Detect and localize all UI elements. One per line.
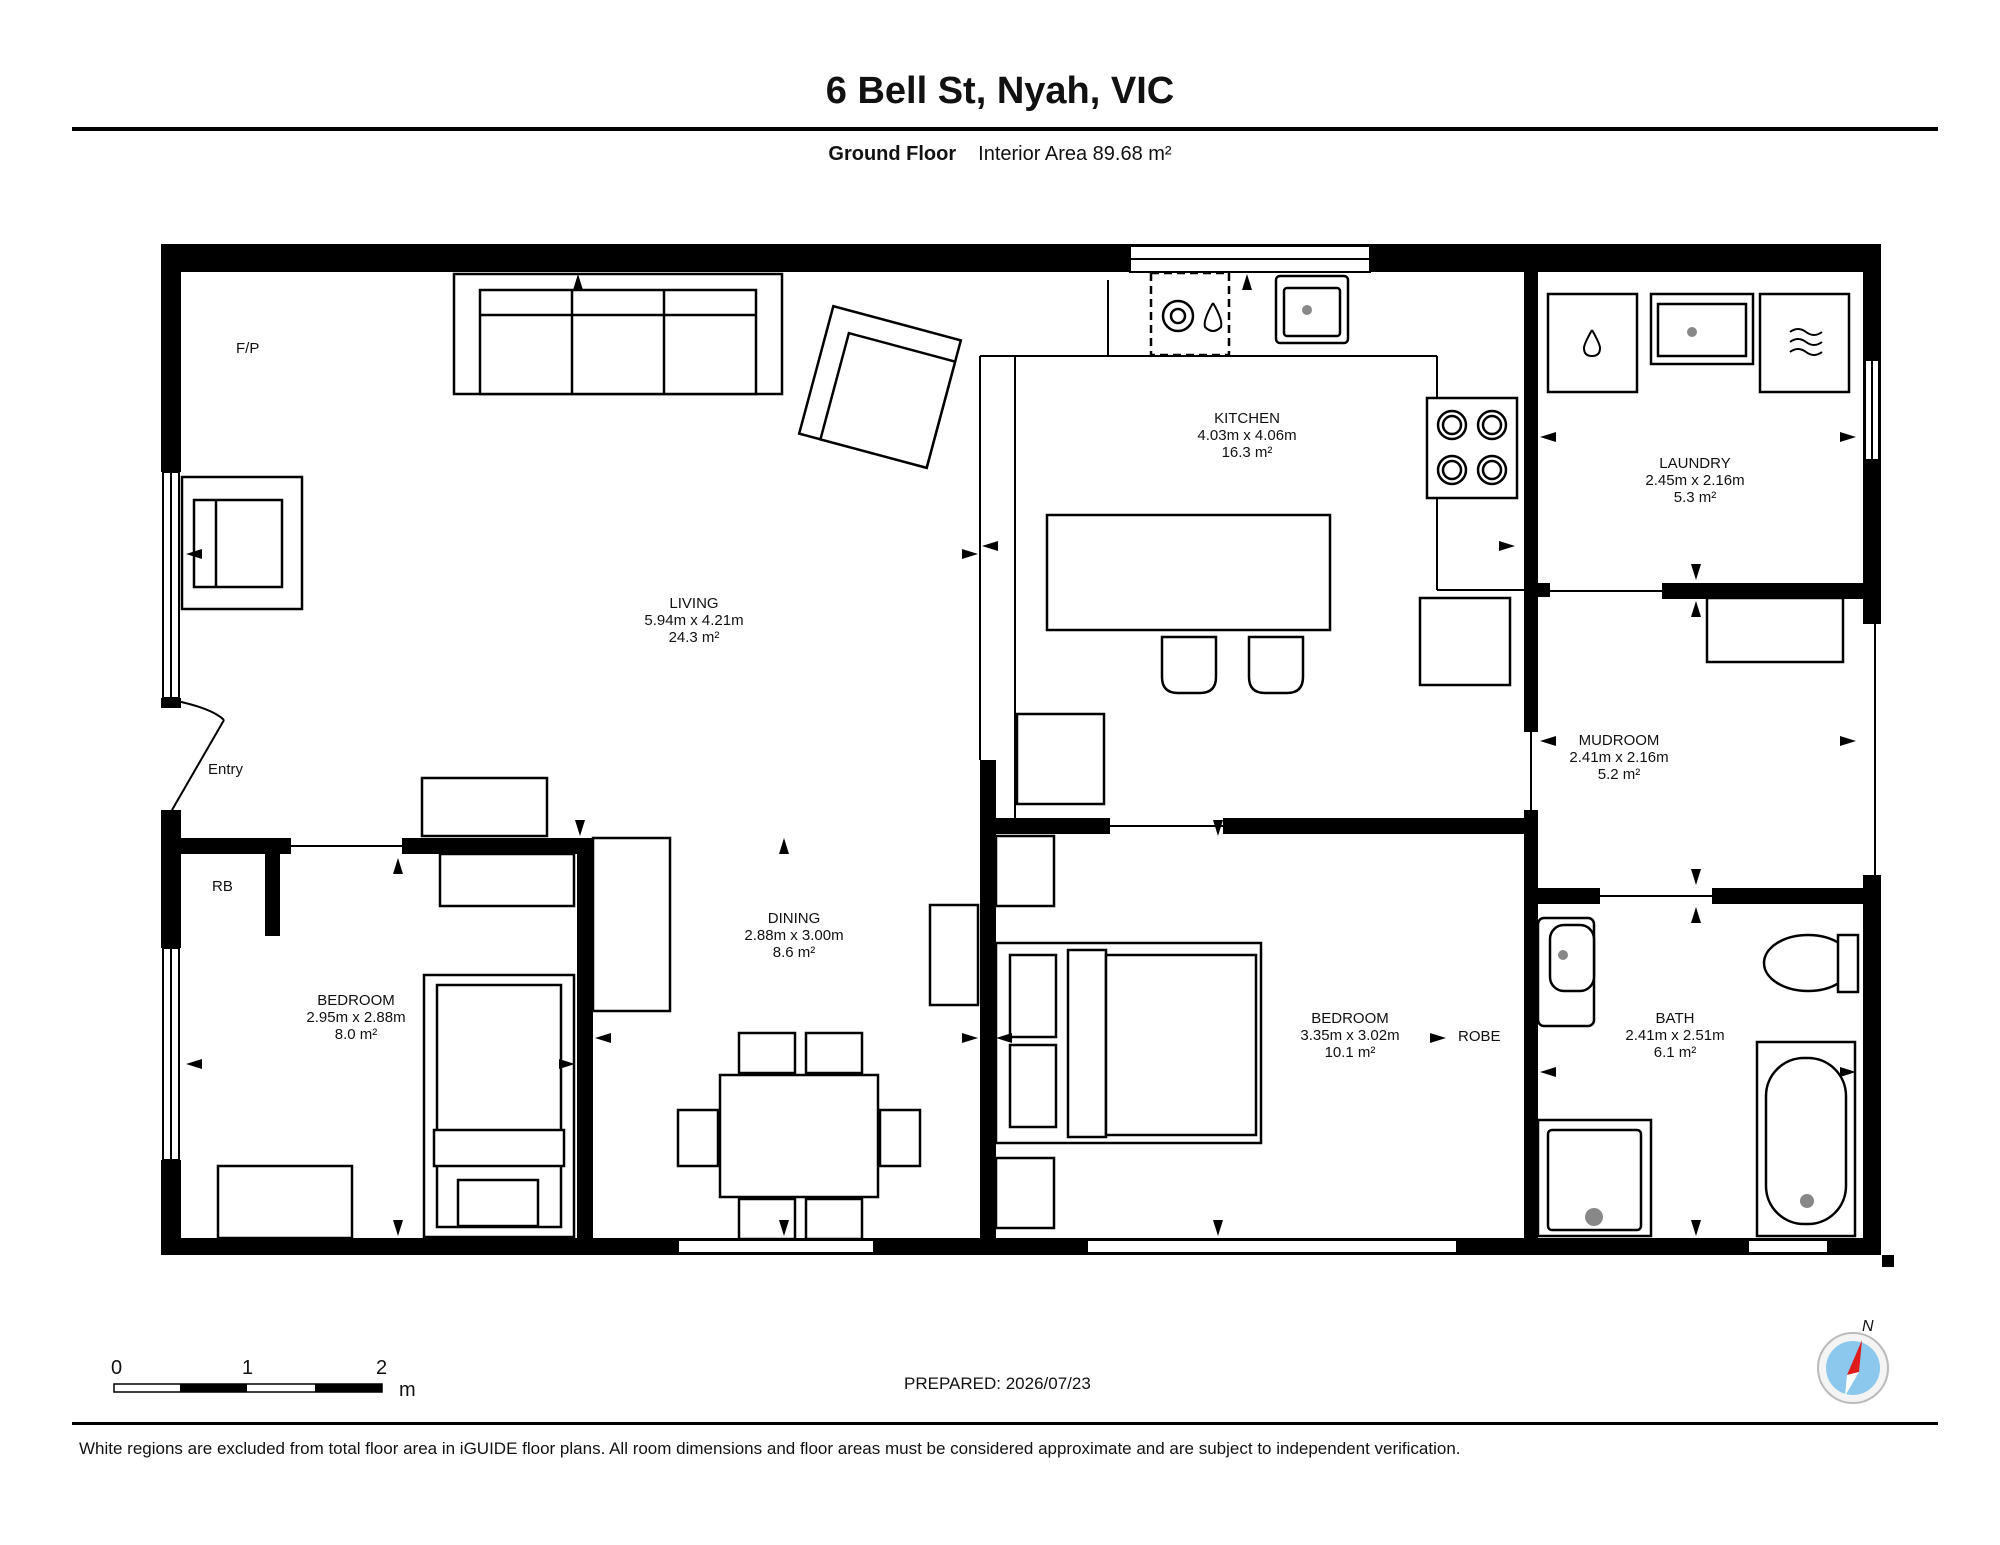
- floor-name: Ground Floor: [828, 143, 957, 165]
- interior-area: Interior Area 89.68 m²: [978, 143, 1172, 165]
- dryer: [1758, 292, 1851, 394]
- wardrobe: [928, 903, 980, 1007]
- room-area: 24.3 m²: [668, 629, 720, 646]
- doors: [171, 590, 1712, 897]
- compass-north-label: N: [1862, 1318, 1874, 1335]
- room-label-living: LIVING 5.94m x 4.21m 24.3 m²: [644, 595, 743, 646]
- room-area: 5.2 m²: [1597, 766, 1641, 783]
- fridge: [1418, 596, 1512, 687]
- room-label-laundry: LAUNDRY 2.45m x 2.16m 5.3 m²: [1645, 455, 1744, 506]
- disclaimer-text: White regions are excluded from total fl…: [79, 1439, 1461, 1458]
- scale-tick: 2: [376, 1357, 388, 1379]
- furniture: [180, 271, 1860, 1241]
- armchair: [797, 304, 963, 470]
- mudroom-bench: [1705, 596, 1845, 664]
- room-label-dining: DINING 2.88m x 3.00m 8.6 m²: [744, 910, 843, 961]
- room-area: 5.3 m²: [1673, 489, 1717, 506]
- cabinet: [591, 836, 672, 1013]
- room-dims: 2.88m x 3.00m: [744, 927, 844, 944]
- doorway-arrows: [186, 274, 1856, 1236]
- room-dims: 2.95m x 2.88m: [306, 1009, 406, 1026]
- page-title: 6 Bell St, Nyah, VIC: [825, 70, 1175, 112]
- stool: [1160, 635, 1218, 695]
- kitchen-island: [1045, 513, 1332, 632]
- room-name: LAUNDRY: [1659, 455, 1731, 472]
- cooktop: [1425, 396, 1519, 500]
- nightstand: [994, 1156, 1056, 1230]
- entry-label: Entry: [208, 761, 244, 778]
- room-name: KITCHEN: [1214, 410, 1280, 427]
- room-area: 8.6 m²: [772, 944, 816, 961]
- scale-bar: [113, 1383, 383, 1393]
- footer-divider: [72, 1422, 1938, 1425]
- room-label-bedroom-2: BEDROOM 3.35m x 3.02m 10.1 m²: [1300, 1010, 1399, 1061]
- faucets: [1302, 305, 1814, 1208]
- floor-summary: Ground Floor Interior Area 89.68 m²: [0, 143, 2000, 166]
- dishwasher: [1015, 712, 1106, 806]
- room-name: MUDROOM: [1578, 732, 1660, 749]
- scale-unit: m: [399, 1379, 416, 1401]
- room-dims: 3.35m x 3.02m: [1300, 1027, 1400, 1044]
- room-dims: 2.45m x 2.16m: [1645, 472, 1745, 489]
- room-name: BEDROOM: [317, 992, 395, 1009]
- title-divider: [72, 127, 1938, 131]
- nightstand: [994, 834, 1056, 908]
- room-area: 6.1 m²: [1653, 1044, 1697, 1061]
- room-area: 10.1 m²: [1324, 1044, 1376, 1061]
- stool: [1247, 635, 1305, 695]
- room-name: BEDROOM: [1311, 1010, 1389, 1027]
- room-dims: 4.03m x 4.06m: [1197, 427, 1297, 444]
- scale-tick: 1: [242, 1357, 254, 1379]
- room-name: LIVING: [669, 595, 719, 612]
- windows: [162, 245, 1880, 1254]
- robe-label: ROBE: [1458, 1028, 1501, 1045]
- scale-tick: 0: [111, 1357, 123, 1379]
- compass-icon: [1817, 1332, 1889, 1404]
- room-name: DINING: [767, 910, 821, 927]
- room-name: BATH: [1655, 1010, 1695, 1027]
- interior-walls: [181, 272, 1863, 1255]
- room-area: 16.3 m²: [1221, 444, 1273, 461]
- nightstand: [438, 852, 576, 908]
- prepared-date: PREPARED: 2026/07/23: [904, 1374, 1091, 1393]
- desk: [216, 1164, 354, 1240]
- room-dims: 2.41m x 2.16m: [1569, 749, 1669, 766]
- robe-label-rb: RB: [212, 878, 233, 895]
- room-dims: 2.41m x 2.51m: [1625, 1027, 1725, 1044]
- room-area: 8.0 m²: [334, 1026, 378, 1043]
- room-label-kitchen: KITCHEN 4.03m x 4.06m 16.3 m²: [1197, 410, 1296, 461]
- room-label-bath: BATH 2.41m x 2.51m 6.1 m²: [1625, 1010, 1724, 1061]
- room-label-mudroom: MUDROOM 2.41m x 2.16m 5.2 m²: [1569, 732, 1668, 783]
- room-label-bedroom-1: BEDROOM 2.95m x 2.88m 8.0 m²: [306, 992, 405, 1043]
- dining-table: [718, 1073, 880, 1199]
- dresser: [420, 776, 549, 838]
- room-dims: 5.94m x 4.21m: [644, 612, 744, 629]
- fireplace-label: F/P: [236, 340, 260, 357]
